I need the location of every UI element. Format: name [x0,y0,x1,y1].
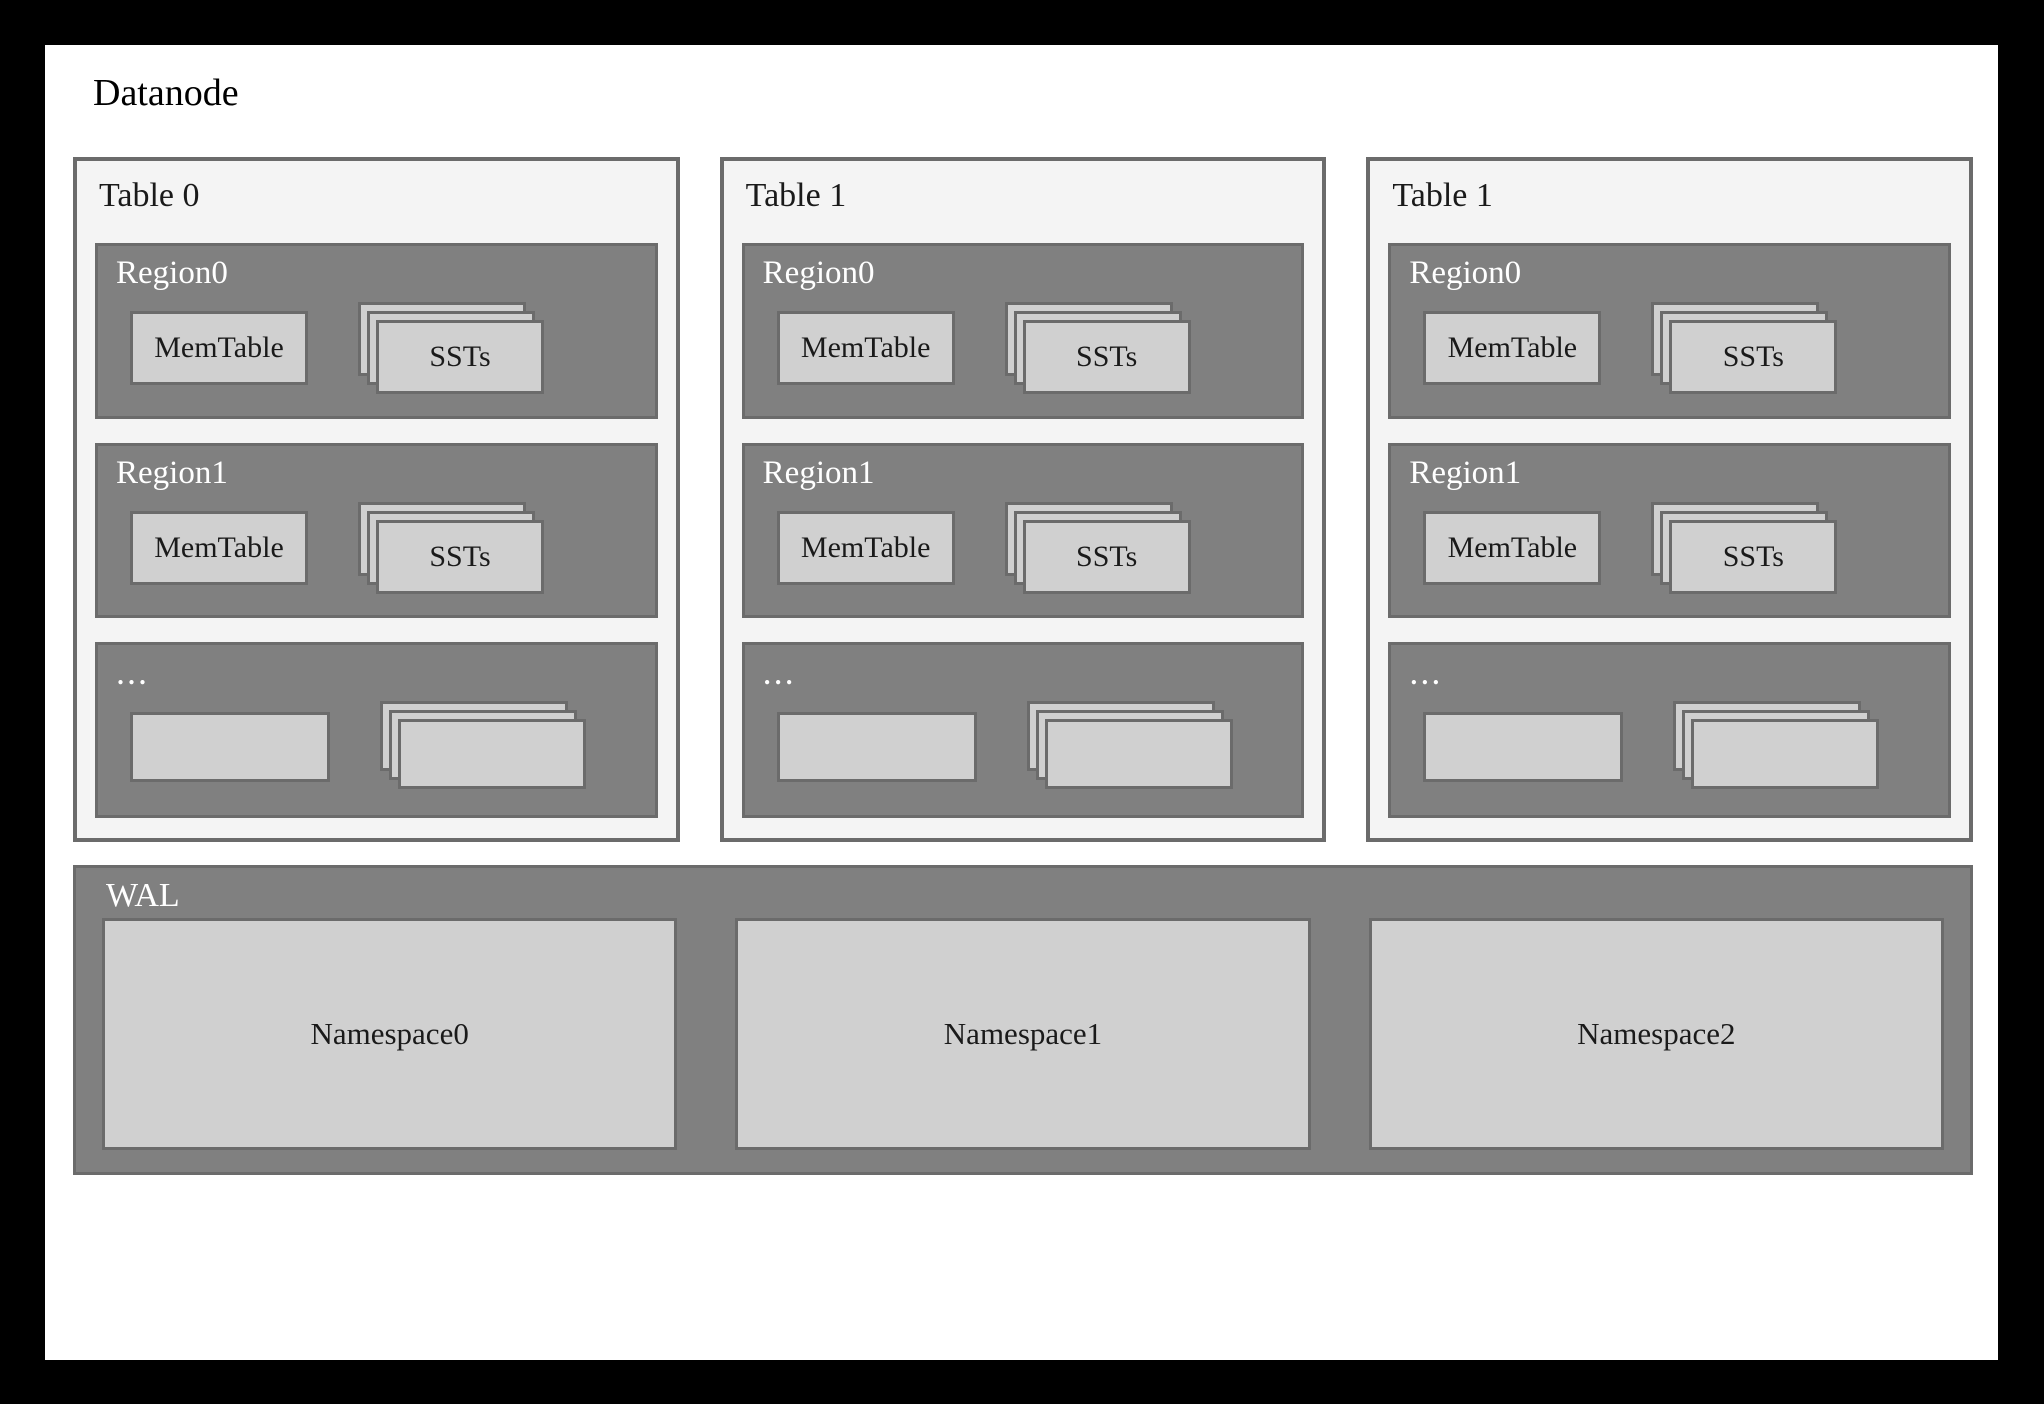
region-body: MemTable SSTs [759,294,1288,402]
region-title: Region0 [1409,255,1522,291]
region-body: MemTable SSTs [1405,294,1934,402]
sst-stack[interactable]: SSTs [1004,301,1201,394]
sst-box[interactable]: SSTs [376,519,544,594]
memtable-box[interactable]: MemTable [776,510,955,585]
region-title: Region0 [116,255,228,291]
namespace-box[interactable]: Namespace2 [1368,918,1944,1150]
memtable-box[interactable] [130,712,330,783]
region-title: Region1 [1409,454,1522,491]
region-ellipsis-label: ... [762,652,796,693]
sst-box[interactable]: SSTs [376,319,544,394]
region-body [112,693,641,801]
region-body: MemTable SSTs [112,494,641,602]
sst-box[interactable]: SSTs [1669,319,1838,394]
sst-box[interactable] [1044,719,1233,790]
region-body: MemTable SSTs [112,294,641,402]
memtable-box[interactable]: MemTable [130,510,308,585]
sst-box[interactable]: SSTs [1669,519,1838,594]
memtable-box[interactable]: MemTable [130,310,308,385]
sst-stack[interactable]: SSTs [1651,501,1847,594]
region-block-more[interactable]: ... [95,642,658,819]
sst-box[interactable] [398,719,586,790]
memtable-box[interactable]: MemTable [776,310,955,385]
region-block-more[interactable]: ... [741,642,1305,819]
sst-box[interactable] [1691,719,1880,790]
sst-stack[interactable]: SSTs [358,301,554,394]
region-body [1405,693,1934,801]
wal-title: WAL [106,877,180,914]
sst-stack[interactable] [1026,701,1243,793]
region-ellipsis-label: ... [116,652,149,693]
table-title: Table 0 [99,177,200,214]
page-title: Datanode [93,72,239,114]
sst-stack[interactable] [380,701,596,793]
region-title: Region0 [762,255,875,291]
namespace-box[interactable]: Namespace1 [735,918,1311,1150]
table-title: Table 1 [1392,177,1493,214]
memtable-box[interactable]: MemTable [1423,310,1602,385]
sst-stack[interactable]: SSTs [1004,501,1201,594]
table-title: Table 1 [745,177,847,214]
sst-box[interactable]: SSTs [1022,519,1191,594]
region-title: Region1 [762,454,875,491]
region-body: MemTable SSTs [759,494,1288,602]
sst-stack[interactable] [1673,701,1889,793]
region-title: Region1 [116,454,228,491]
sst-stack[interactable]: SSTs [1651,301,1847,394]
region-body: MemTable SSTs [1405,494,1934,602]
region-ellipsis-label: ... [1409,652,1443,693]
region-block-more[interactable]: ... [1388,642,1952,819]
region-body [759,693,1288,801]
namespace-box[interactable]: Namespace0 [102,918,678,1150]
memtable-box[interactable]: MemTable [1423,510,1602,585]
memtable-box[interactable] [1423,712,1624,783]
sst-box[interactable]: SSTs [1022,319,1191,394]
memtable-box[interactable] [776,712,977,783]
sst-stack[interactable]: SSTs [358,501,554,594]
